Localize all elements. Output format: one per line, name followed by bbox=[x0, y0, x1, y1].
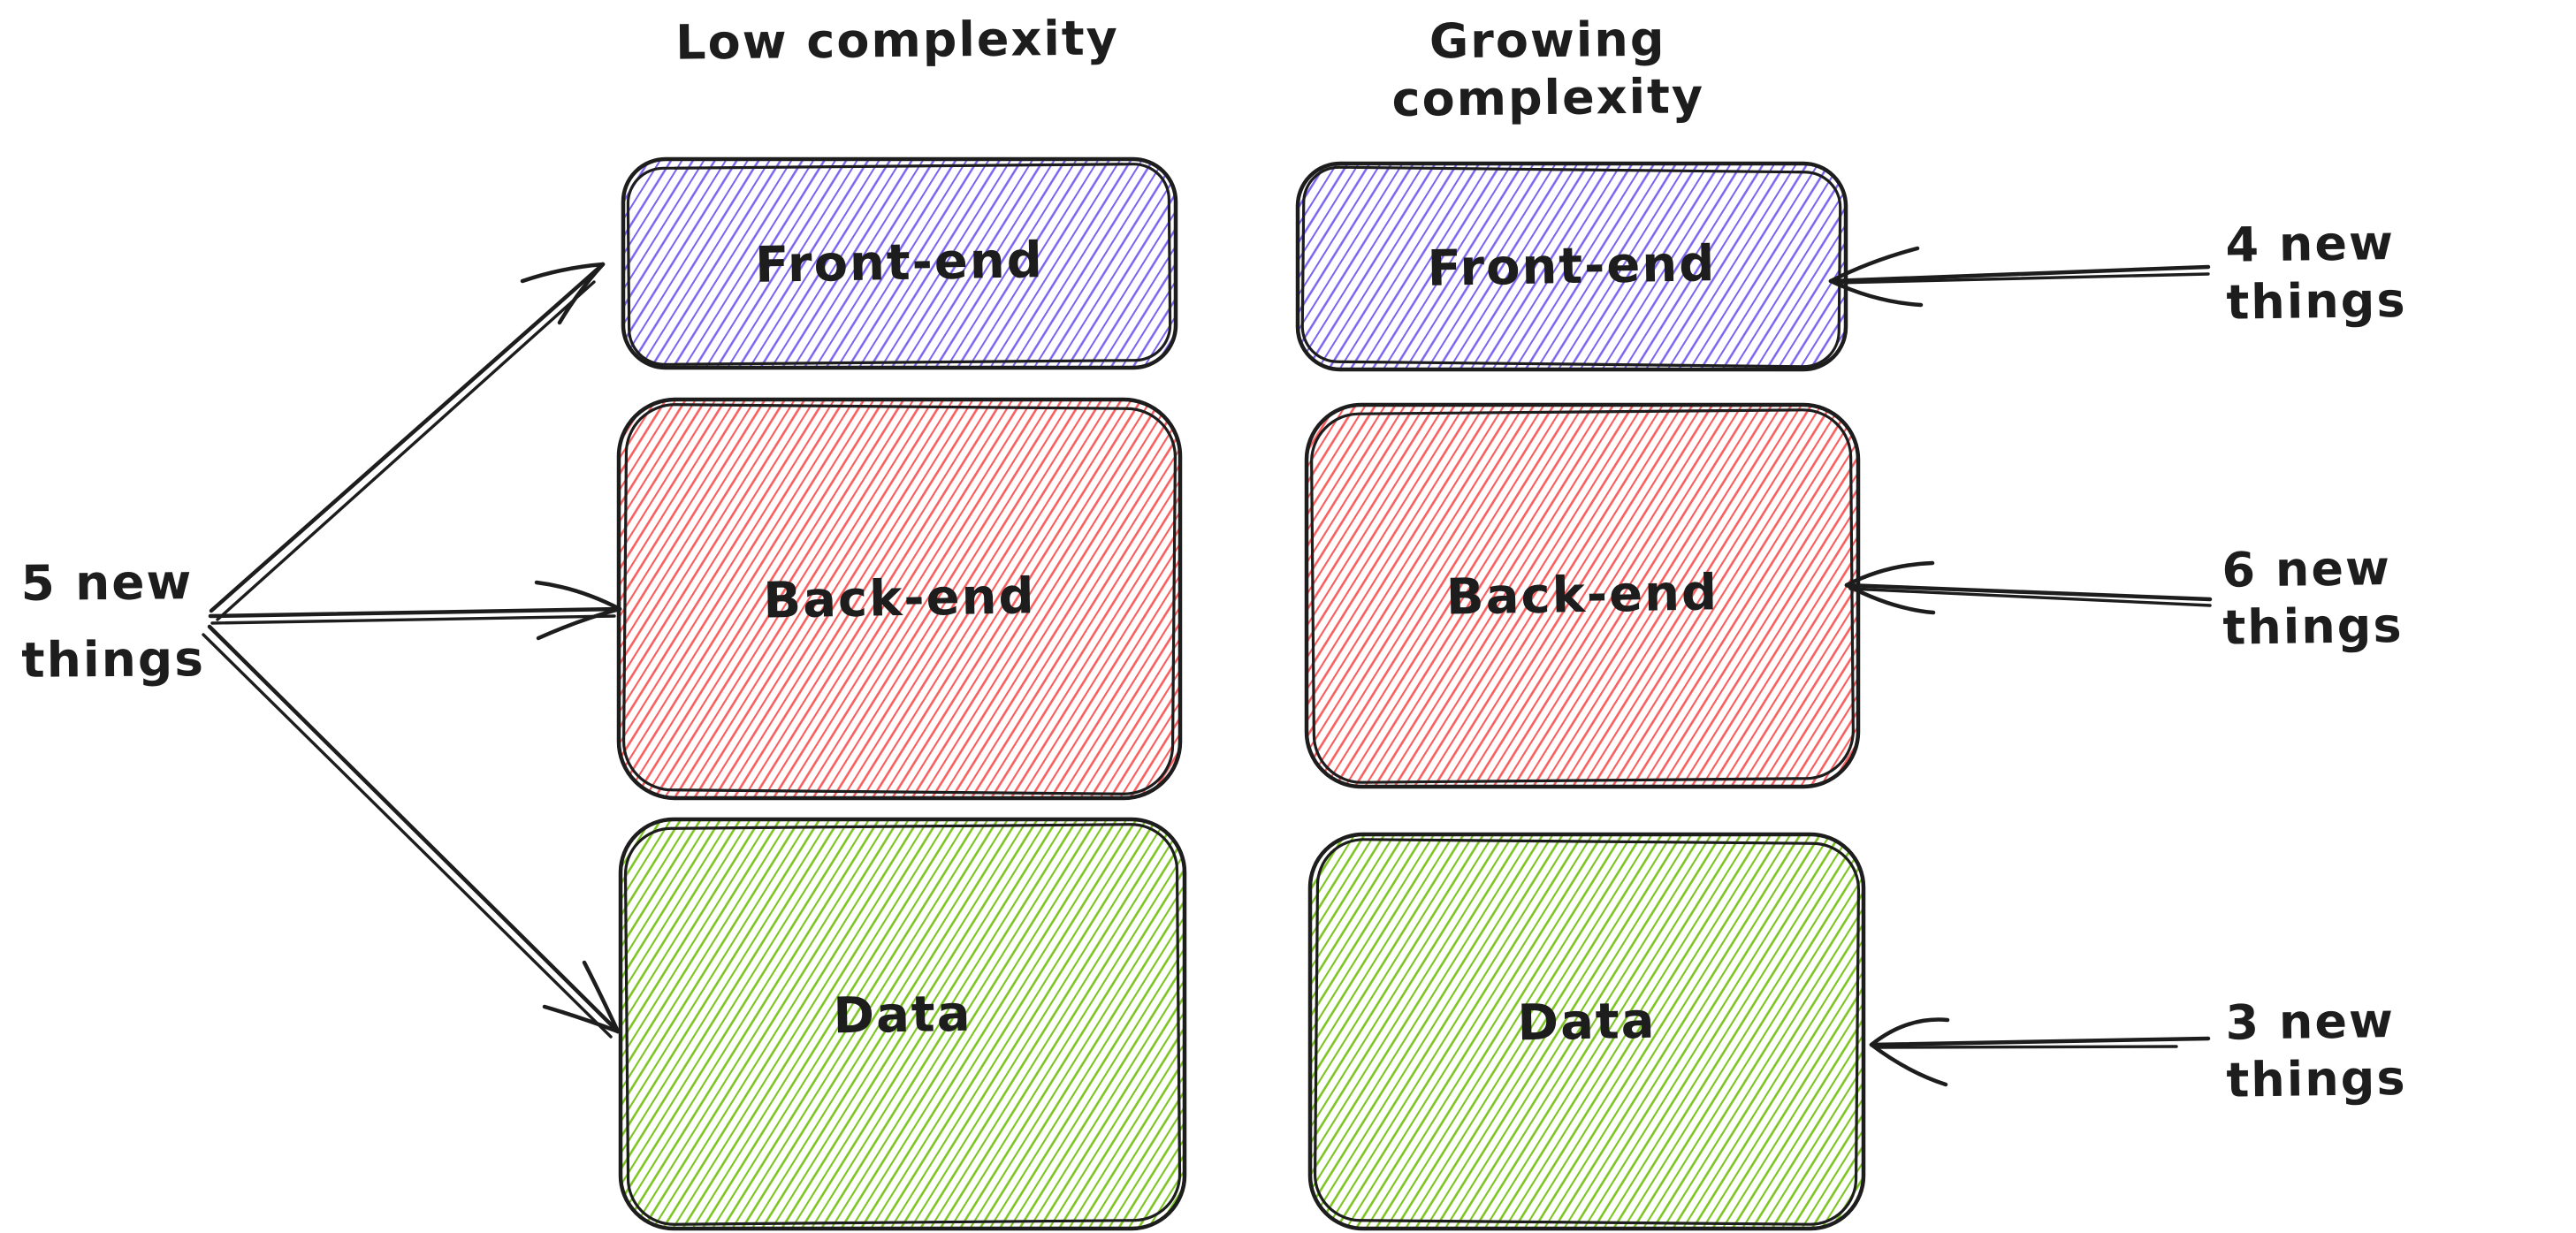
arrow-5-to-frontend bbox=[209, 262, 606, 621]
column-title-low-complexity: Low complexity bbox=[674, 10, 1120, 71]
box-label-low-backend: Back-end bbox=[762, 567, 1037, 630]
box-label-growing-backend: Back-end bbox=[1445, 564, 1719, 628]
box-label-growing-data: Data bbox=[1517, 993, 1657, 1053]
column-title-growing-complexity: Growing complexity bbox=[1391, 11, 1705, 127]
arrow-4-to-frontend bbox=[1828, 246, 2211, 308]
annotation-6-new-things: 6 new things bbox=[2222, 540, 2404, 656]
box-label-low-frontend: Front-end bbox=[754, 232, 1045, 295]
annotation-3-new-things: 3 new things bbox=[2225, 993, 2407, 1108]
arrow-5-to-data bbox=[202, 624, 621, 1039]
box-low-backend bbox=[616, 397, 1183, 801]
box-low-data bbox=[618, 817, 1187, 1231]
box-growing-data bbox=[1307, 832, 1866, 1231]
annotation-4-new-things: 4 new things bbox=[2225, 215, 2407, 331]
box-label-low-data: Data bbox=[833, 985, 972, 1046]
box-growing-frontend bbox=[1295, 161, 1848, 372]
arrow-3-to-data bbox=[1869, 1017, 2211, 1087]
box-label-growing-frontend: Front-end bbox=[1427, 235, 1717, 298]
arrow-6-to-backend bbox=[1844, 560, 2213, 615]
box-low-frontend bbox=[621, 156, 1178, 370]
annotation-5-new-things: 5 new things bbox=[20, 553, 206, 689]
box-growing-backend bbox=[1304, 402, 1861, 789]
arrow-5-to-backend bbox=[208, 580, 622, 641]
